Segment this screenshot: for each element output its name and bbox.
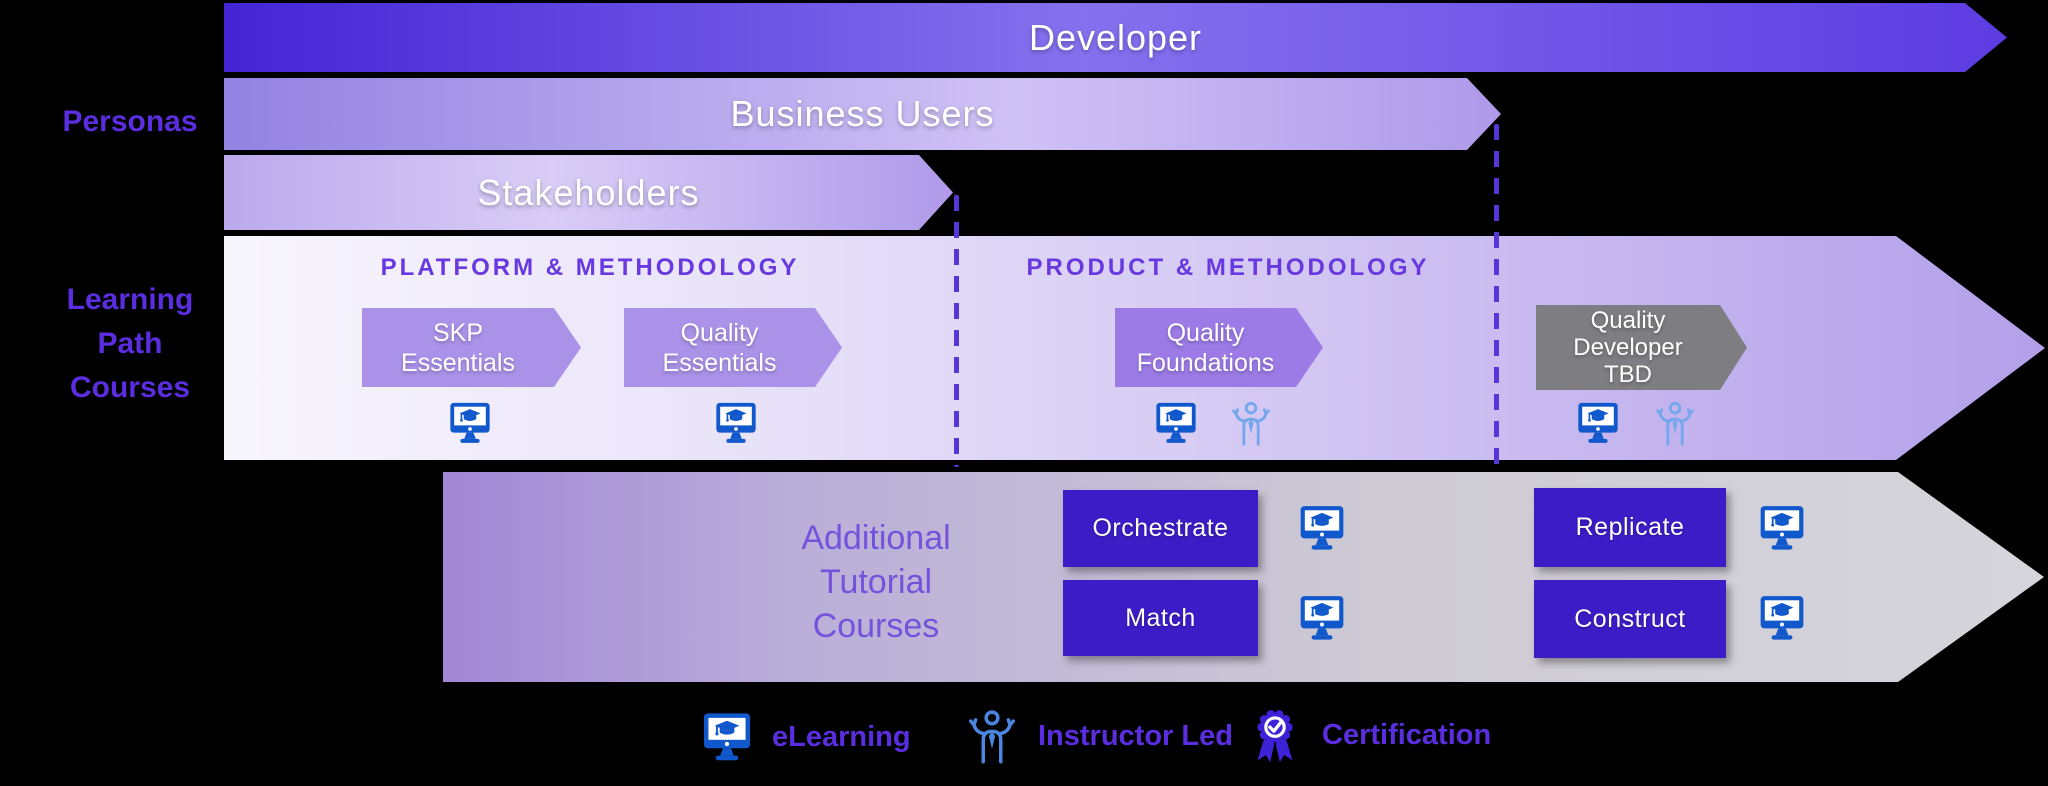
course-title: SKP Essentials bbox=[401, 318, 515, 377]
elearning-icon bbox=[1297, 593, 1347, 643]
course-title: Quality Essentials bbox=[662, 318, 777, 377]
learning-path-courses-label: Learning Path Courses bbox=[66, 283, 194, 404]
elearning-icon bbox=[713, 400, 759, 446]
instructor-led-icon bbox=[964, 708, 1020, 764]
elearning-icon bbox=[1757, 503, 1807, 553]
legend-item-certification: Certification bbox=[1246, 706, 1491, 764]
persona-band-developer: Developer bbox=[224, 3, 2007, 72]
tutorial-title: Replicate bbox=[1575, 513, 1685, 541]
course-chevron-quality-essentials: Quality Essentials bbox=[624, 308, 842, 387]
course-chevron-quality-developer-tbd: Quality Developer TBD bbox=[1536, 305, 1747, 390]
persona-band-business-users: Business Users bbox=[224, 78, 1501, 150]
section-heading-platform-methodology: PLATFORM & METHODOLOGY bbox=[380, 254, 800, 281]
elearning-icon bbox=[1153, 400, 1199, 446]
instructor-led-icon bbox=[1228, 400, 1274, 446]
certification-icon bbox=[1246, 706, 1304, 764]
course-chevron-quality-foundations: Quality Foundations bbox=[1115, 308, 1323, 387]
elearning-icon bbox=[447, 400, 493, 446]
tutorial-card-match: Match bbox=[1063, 580, 1258, 656]
legend-label: eLearning bbox=[772, 720, 911, 753]
elearning-icon bbox=[700, 710, 754, 764]
persona-band-label: Business Users bbox=[730, 93, 995, 134]
tutorial-title: Construct bbox=[1574, 604, 1686, 633]
instructor-led-icon bbox=[1652, 400, 1698, 446]
section-divider-line bbox=[954, 195, 959, 467]
personas-label: Personas bbox=[62, 105, 198, 138]
course-chevron-skp-essentials: SKP Essentials bbox=[362, 308, 581, 387]
section-divider-line bbox=[1494, 124, 1499, 467]
section-heading-product-methodology: PRODUCT & METHODOLOGY bbox=[1026, 254, 1430, 281]
additional-tutorial-courses-label: Additional Tutorial Courses bbox=[801, 519, 951, 645]
legend-item-instructor-led: Instructor Led bbox=[964, 708, 1233, 764]
elearning-icon bbox=[1757, 593, 1807, 643]
tutorial-title: Match bbox=[1125, 603, 1196, 632]
tutorial-title: Orchestrate bbox=[1092, 514, 1229, 542]
elearning-icon bbox=[1575, 400, 1621, 446]
course-title: Quality Developer TBD bbox=[1573, 307, 1683, 388]
legend-label: Certification bbox=[1322, 718, 1492, 751]
tutorial-card-replicate: Replicate bbox=[1534, 488, 1726, 567]
persona-band-stakeholders: Stakeholders bbox=[224, 155, 953, 230]
persona-band-label: Developer bbox=[1028, 16, 1203, 58]
legend-item-elearning: eLearning bbox=[700, 710, 911, 764]
tutorial-card-construct: Construct bbox=[1534, 580, 1726, 658]
legend-label: Instructor Led bbox=[1038, 719, 1233, 752]
course-title: Quality Foundations bbox=[1136, 318, 1275, 377]
tutorial-card-orchestrate: Orchestrate bbox=[1063, 490, 1258, 567]
persona-band-label: Stakeholders bbox=[477, 171, 700, 213]
elearning-icon bbox=[1297, 503, 1347, 553]
